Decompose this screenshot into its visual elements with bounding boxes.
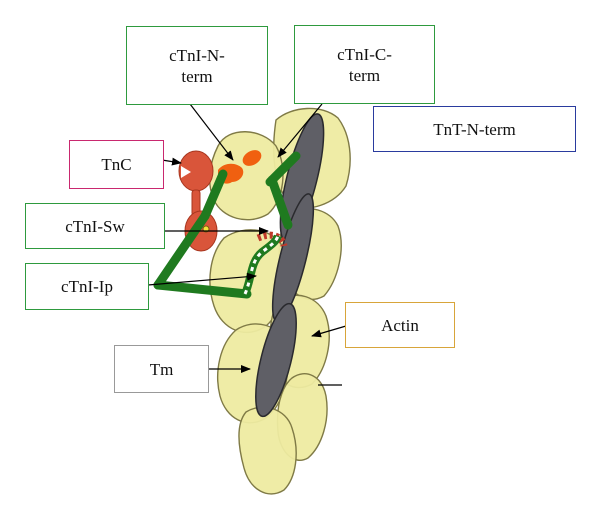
ctni-c-term-pointer [277,103,323,158]
ctni-ip-label: cTnI-Ip [25,263,149,310]
ctni-helix [200,169,228,221]
ctni-c-term-label: cTnI-C- term [294,25,435,104]
tm-label: Tm [114,345,209,393]
tm-label-text: Tm [149,359,174,379]
tnc-label: TnC [69,140,164,189]
ctni-ip-label-text: cTnI-Ip [61,277,113,296]
ctni-n-term-label-text: cTnI-N- term [169,45,225,86]
ctni-helix [267,175,293,230]
ctni-helix [153,280,252,299]
ctni-n-term-label: cTnI-N- term [126,26,268,105]
ctni-helix [153,211,210,290]
ctni-sw-label: cTnI-Sw [25,203,165,249]
ctni-helices [153,151,301,299]
tnc-orange-site [242,150,262,166]
tm-segment [255,302,297,418]
actin-pointer [311,325,347,338]
ctni-ip-pointer [147,272,257,286]
ctni-sw-label-text: cTnI-Sw [65,216,125,236]
tnc-label-text: TnC [101,155,132,174]
tnt-n-term-label-text: TnT-N-term [433,119,516,139]
tnc-hole-icon [181,166,191,178]
actin-label: Actin [345,302,455,348]
tropomyosin-strand [255,113,325,418]
ctni-c-term-label-text: cTnI-C- term [337,44,392,85]
actin-label-text: Actin [381,315,419,335]
tnt-n-term-label: TnT-N-term [373,106,576,152]
actin-subunit [238,406,297,495]
ctni-n-term-pointer [189,103,234,161]
pointer-lines [147,103,347,386]
